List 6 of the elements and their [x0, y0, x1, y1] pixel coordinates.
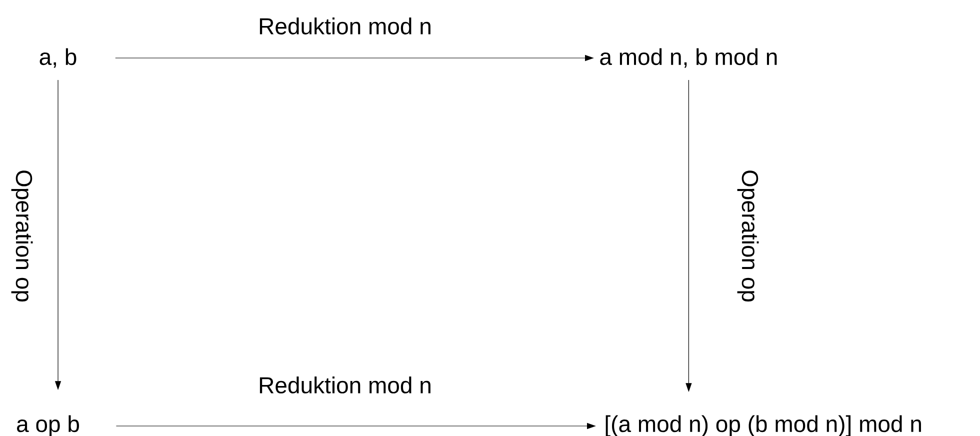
math-expression: a mod n, b mod n [600, 48, 777, 68]
edge-label: Reduktion mod n [260, 376, 430, 394]
math-expression: a, b [40, 48, 76, 68]
edge-label: Operation op [11, 170, 33, 302]
edge-label: Operation op [737, 170, 759, 302]
edge-label: Reduktion mod n [260, 18, 430, 34]
